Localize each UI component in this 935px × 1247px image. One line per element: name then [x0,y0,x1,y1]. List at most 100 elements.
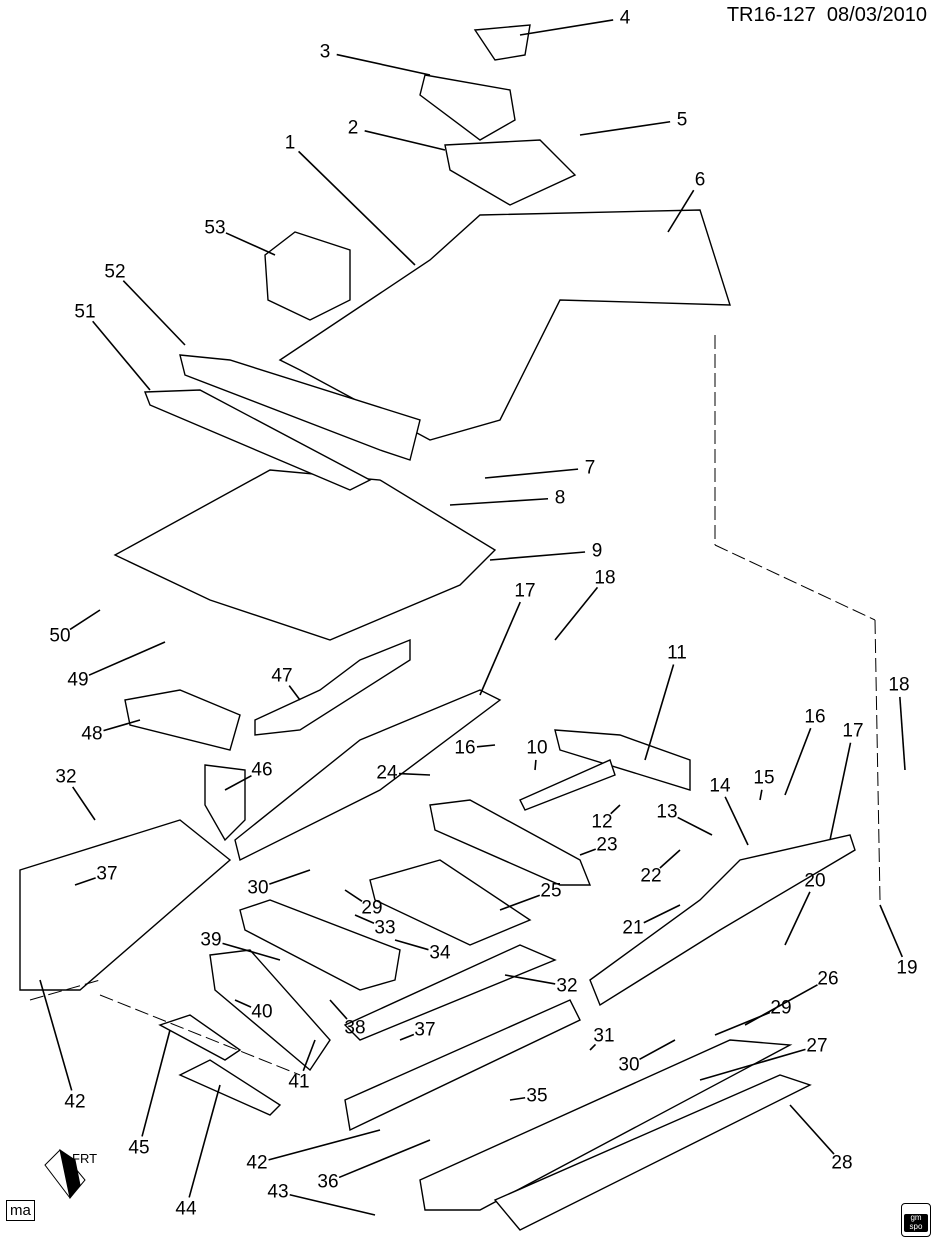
leader-line [714,1011,771,1036]
callout-46: 46 [251,759,273,781]
leader-line [554,586,599,641]
callout-32: 32 [55,766,77,788]
leader-line [298,150,416,266]
callout-2: 2 [347,117,359,139]
callout-19: 19 [896,957,918,979]
leader-line [338,1139,431,1179]
leader-line [489,551,586,561]
leader-line [224,775,252,791]
callout-13: 13 [656,801,678,823]
callout-1: 1 [284,132,296,154]
callout-53: 53 [204,217,226,239]
leader-line [302,1039,316,1072]
callout-15: 15 [753,767,775,789]
callout-16: 16 [454,737,476,759]
callout-28: 28 [831,1152,853,1174]
callout-6: 6 [694,169,706,191]
callout-34: 34 [429,942,451,964]
callout-30: 30 [247,877,269,899]
callout-47: 47 [271,665,293,687]
leader-line [699,1048,806,1081]
callout-17: 17 [514,580,536,602]
leader-line [336,53,431,76]
callout-5: 5 [676,109,688,131]
leader-line [344,889,363,903]
leader-line [39,979,73,1091]
callout-17: 17 [842,720,864,742]
leader-line [92,320,151,391]
leader-line [667,189,695,233]
leader-line [72,786,96,821]
callout-12: 12 [591,811,613,833]
leader-line [364,130,446,151]
leader-line [504,974,556,985]
leader-line [188,1084,221,1198]
support-45-part [158,1014,242,1061]
leader-line [69,609,101,631]
leader-line [579,848,597,856]
front-indicator-text: FRT [72,1151,97,1166]
leader-line [234,999,252,1008]
leader-line [122,280,186,346]
callout-26: 26 [817,968,839,990]
callout-10: 10 [526,737,548,759]
callout-16: 16 [804,706,826,728]
crossmember-41-part [209,949,331,1072]
leader-line [141,1029,171,1137]
callout-36: 36 [317,1171,339,1193]
leader-line [289,1193,376,1216]
callout-9: 9 [591,540,603,562]
assembly-guide-line [874,619,881,901]
callout-42: 42 [246,1152,268,1174]
bracket-47-part [254,638,411,736]
leader-line [268,1129,381,1161]
leader-line [354,914,375,924]
floor-reinforcement-3-part [419,74,516,141]
callout-42: 42 [64,1091,86,1113]
leader-line [789,1104,835,1155]
crossmember-52-part [179,354,421,461]
crossmember-34-part [239,899,401,991]
diagram-header: TR16-127 08/03/2010 [727,4,927,27]
callout-29: 29 [770,997,792,1019]
callout-45: 45 [128,1137,150,1159]
callout-40: 40 [251,1001,273,1023]
callout-48: 48 [81,723,103,745]
leader-line [509,1096,526,1101]
leader-line [329,999,348,1020]
diagram-date: 08/03/2010 [826,4,927,26]
callout-24: 24 [376,762,398,784]
callout-4: 4 [619,7,631,29]
leader-line [399,1033,415,1041]
callout-11: 11 [667,642,687,664]
callout-51: 51 [74,301,96,323]
callout-49: 49 [67,669,89,691]
leader-line [579,120,671,136]
callout-22: 22 [640,865,662,887]
frame-rail-left-part [19,819,232,991]
leader-line [476,744,496,748]
callout-18: 18 [594,567,616,589]
callout-27: 27 [806,1035,828,1057]
center-floor-panel-part [113,469,497,641]
callout-50: 50 [49,625,71,647]
bracket-4-part [473,24,531,61]
callout-29: 29 [361,897,383,919]
corner-badge: ma [6,1200,35,1221]
callout-30: 30 [618,1054,640,1076]
leader-line [74,877,96,886]
frame-rail-center-part [234,689,502,862]
rocker-28-part [493,1074,812,1231]
leader-line [269,869,311,885]
callout-3: 3 [319,41,331,63]
floor-reinforcement-2-part [444,139,577,206]
callout-25: 25 [540,880,562,902]
leader-line [643,904,681,924]
callout-33: 33 [374,917,396,939]
callout-37: 37 [96,863,118,885]
spare-tire-well-part [264,231,351,321]
bracket-46-part [204,764,246,842]
leader-line [394,939,429,951]
